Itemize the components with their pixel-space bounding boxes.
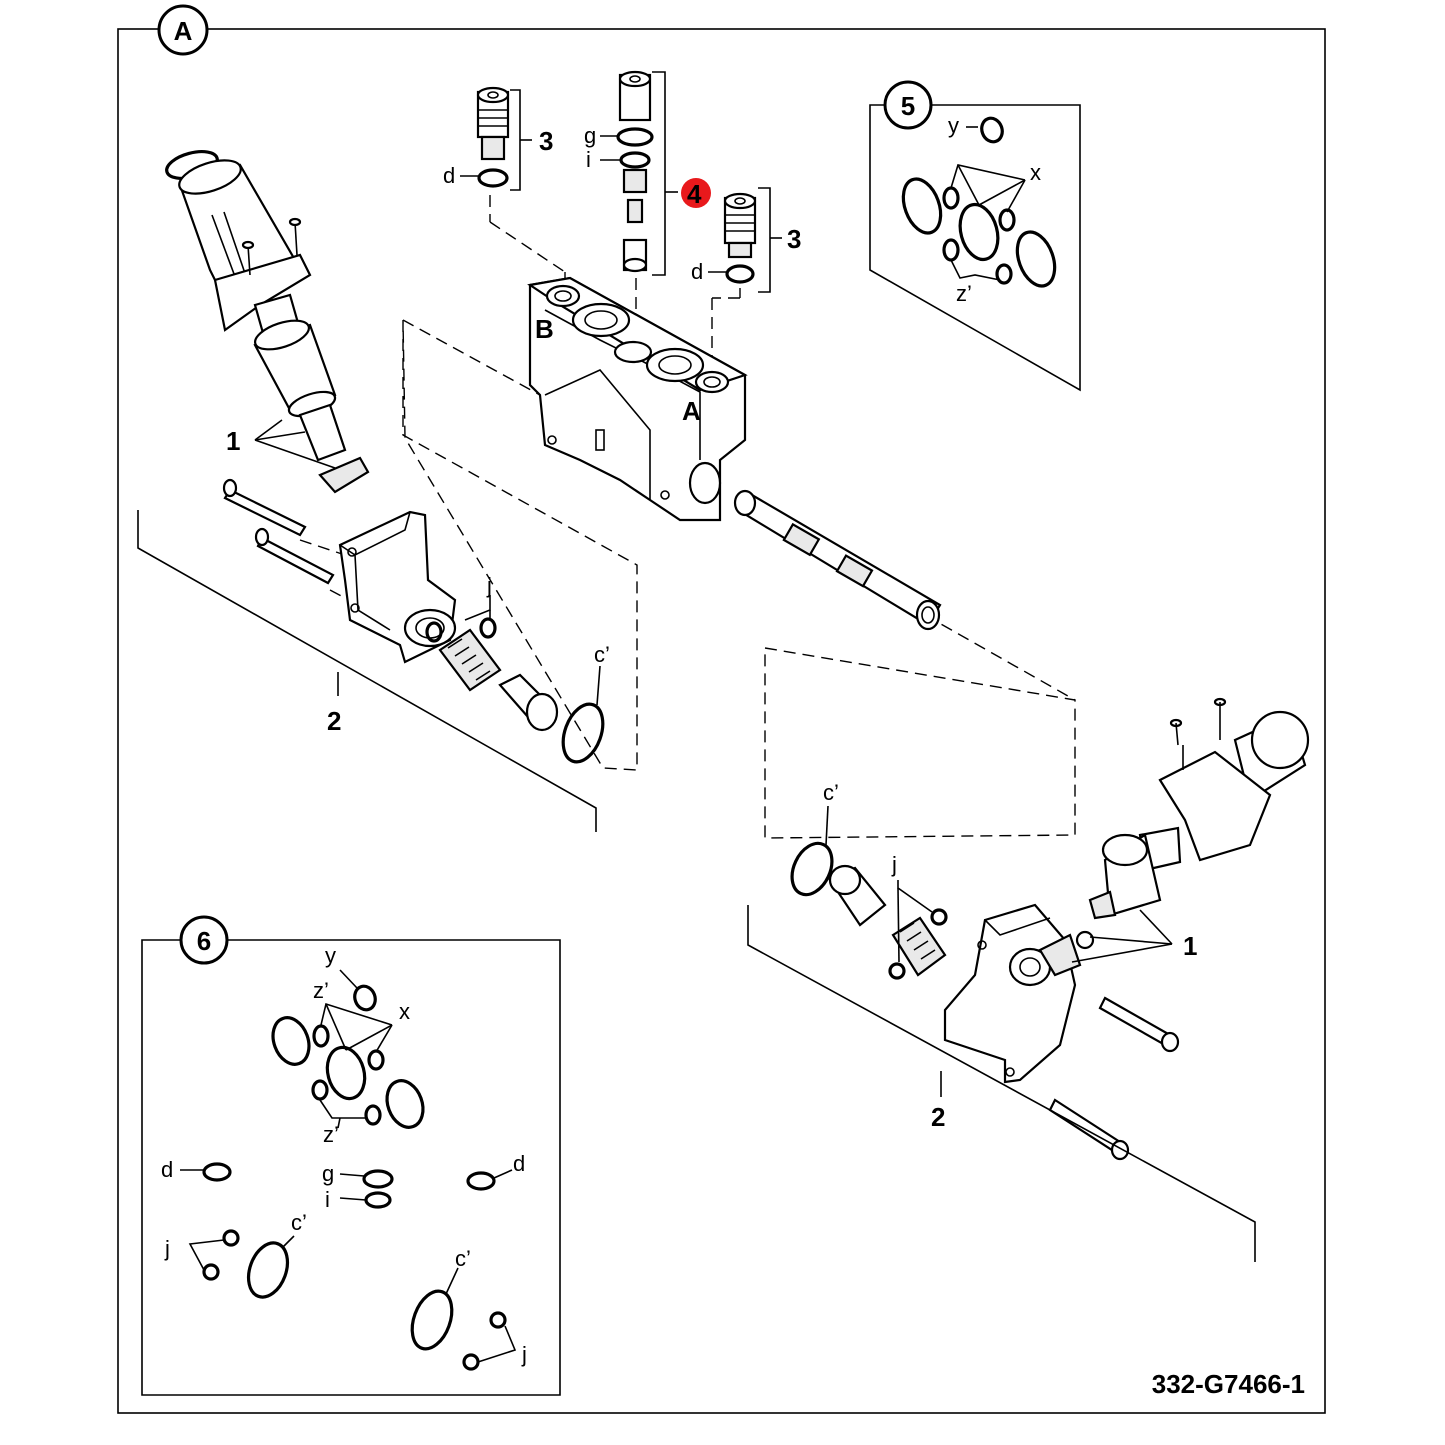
label-d: d: [513, 1151, 525, 1176]
callout-labels: 1 1 2 2 3 3 4: [226, 126, 1197, 1132]
section-bubble: A: [157, 4, 209, 56]
label-z-prime: z’: [323, 1122, 339, 1147]
label-d: d: [161, 1157, 173, 1182]
callout-2-left: 2: [327, 706, 341, 736]
svg-text:A: A: [682, 396, 701, 426]
left-end-cap-housing: [222, 478, 605, 764]
label-g: g: [584, 123, 596, 148]
label-i: i: [586, 147, 591, 172]
assembly-guide-lines: [299, 195, 1076, 839]
spool: [733, 489, 942, 631]
label-i: i: [325, 1187, 330, 1212]
right-end-cap-housing: [790, 841, 1180, 1161]
detail-5-seal-kit: 5: [869, 80, 1081, 392]
label-x: x: [1030, 160, 1041, 185]
lower-right-solenoid: [1075, 697, 1310, 950]
label-c-prime: c’: [291, 1210, 307, 1235]
seal-letter-labels: d g i d j c’ c’ j y x z’ y z’ x z’ d g i…: [161, 113, 1041, 1367]
label-y: y: [948, 113, 959, 138]
relief-valve-left: [476, 86, 510, 188]
callout-1-upper: 1: [226, 426, 240, 456]
callout-4-highlight: [681, 178, 711, 208]
drawing-code: 332-G7466-1: [1152, 1369, 1305, 1399]
svg-text:6: 6: [197, 926, 211, 956]
label-z-prime: z’: [956, 281, 972, 306]
outer-frame: [117, 28, 1326, 1414]
valve-body: B A: [527, 276, 748, 522]
label-d: d: [443, 163, 455, 188]
label-j: j: [891, 852, 897, 877]
relief-valve-right: [723, 192, 757, 284]
svg-text:A: A: [174, 16, 193, 46]
callout-4: 4: [687, 179, 702, 209]
relief-valve-center: [616, 70, 654, 273]
svg-text:5: 5: [901, 91, 915, 121]
callout-3-right: 3: [787, 224, 801, 254]
label-d: d: [691, 259, 703, 284]
label-j: j: [486, 573, 492, 598]
label-z-prime: z’: [313, 978, 329, 1003]
detail-6-seal-kit: 6: [141, 915, 561, 1396]
callout-3-left: 3: [539, 126, 553, 156]
label-c-prime: c’: [594, 642, 610, 667]
label-c-prime: c’: [455, 1246, 471, 1271]
callout-2-right: 2: [931, 1102, 945, 1132]
label-g: g: [322, 1161, 334, 1186]
upper-left-solenoid: [165, 149, 370, 494]
leader-lines: [137, 71, 1256, 1262]
label-j: j: [164, 1236, 170, 1261]
svg-text:B: B: [535, 314, 554, 344]
label-j: j: [521, 1342, 527, 1367]
label-y: y: [325, 943, 336, 968]
label-x: x: [399, 999, 410, 1024]
callout-1-lower: 1: [1183, 931, 1197, 961]
label-c-prime: c’: [823, 780, 839, 805]
